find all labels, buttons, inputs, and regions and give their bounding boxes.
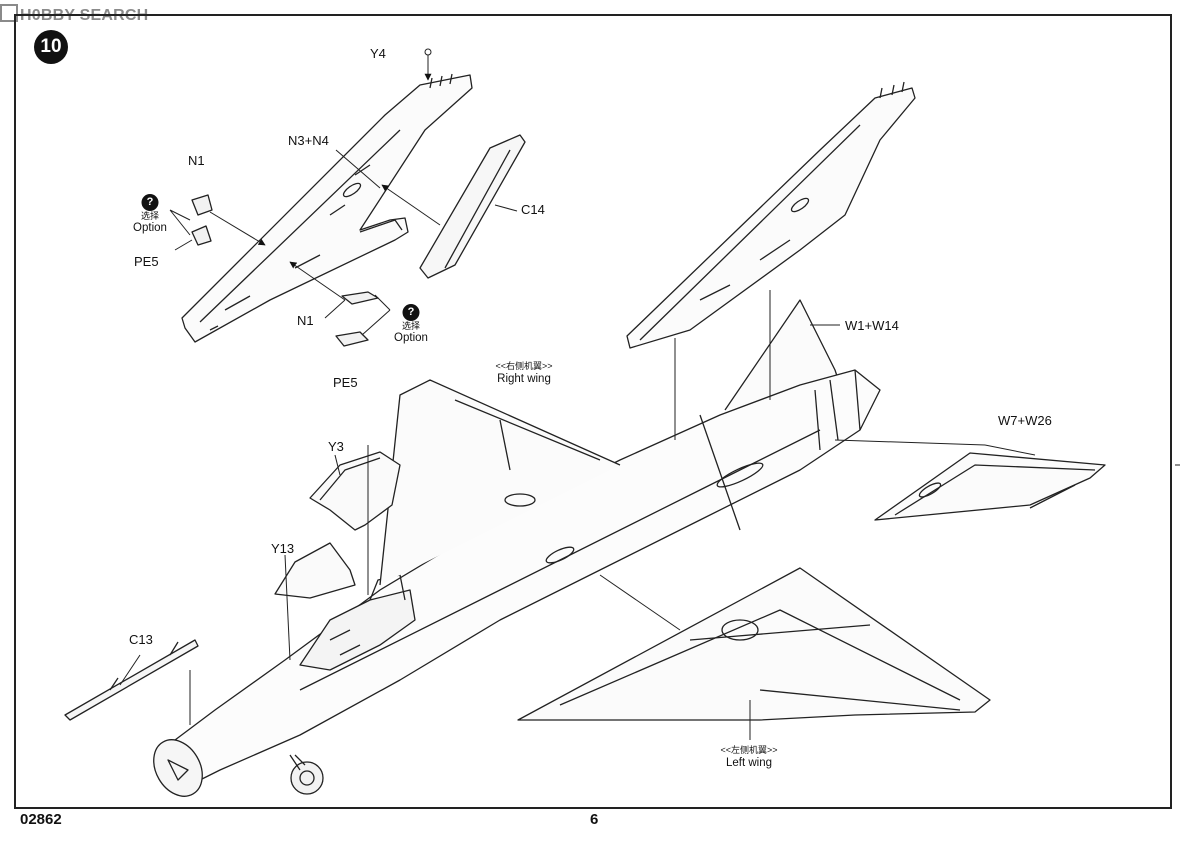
- right-wing-part: [874, 452, 1106, 521]
- label-n1-mid: N1: [297, 313, 314, 328]
- option-top-en: Option: [133, 222, 167, 234]
- leader-lines: [119, 48, 1180, 740]
- fuselage: [153, 369, 881, 797]
- part-pe5-mid: [335, 331, 369, 347]
- question-icon: ?: [141, 194, 159, 211]
- page-number: 6: [590, 811, 599, 828]
- step-number-badge: 10: [34, 30, 68, 64]
- label-y13: Y13: [271, 541, 295, 556]
- label-c14: C14: [521, 202, 545, 217]
- part-n1-mid: [341, 291, 379, 305]
- label-c13: C13: [129, 632, 153, 647]
- left-wing: [517, 567, 991, 721]
- option-mid-en: Option: [394, 332, 428, 344]
- part-y3-canopy: [309, 451, 401, 531]
- label-n3-n4: N3+N4: [288, 133, 329, 148]
- option-mid-cn: 选择: [401, 321, 421, 331]
- left-wing-en: Left wing: [725, 757, 773, 769]
- product-code: 02862: [20, 811, 62, 828]
- part-c14: [419, 134, 526, 279]
- watermark-logo-box: [0, 4, 18, 22]
- label-n1-top: N1: [188, 153, 205, 168]
- part-y13-windscreen: [274, 542, 356, 599]
- page-frame: [14, 14, 1172, 809]
- part-n1-top: [191, 194, 213, 216]
- label-pe5-mid: PE5: [333, 375, 358, 390]
- right-wing-en: Right wing: [497, 373, 551, 385]
- part-pe5-top: [191, 225, 212, 246]
- option-top-cn: 选择: [140, 211, 160, 221]
- right-wing-cn: <<右侧机翼>>: [495, 361, 553, 371]
- tail-fin-left: [181, 73, 473, 343]
- label-pe5-top: PE5: [134, 254, 159, 269]
- label-w1-w14: W1+W14: [845, 318, 899, 333]
- question-icon: ?: [402, 304, 420, 321]
- left-wing-cn: <<左侧机翼>>: [720, 745, 778, 755]
- label-y3: Y3: [328, 439, 344, 454]
- label-w7-w26: W7+W26: [998, 413, 1052, 428]
- label-y4: Y4: [370, 46, 386, 61]
- tail-fin-right: [626, 81, 916, 349]
- part-c13-probe: [64, 639, 199, 721]
